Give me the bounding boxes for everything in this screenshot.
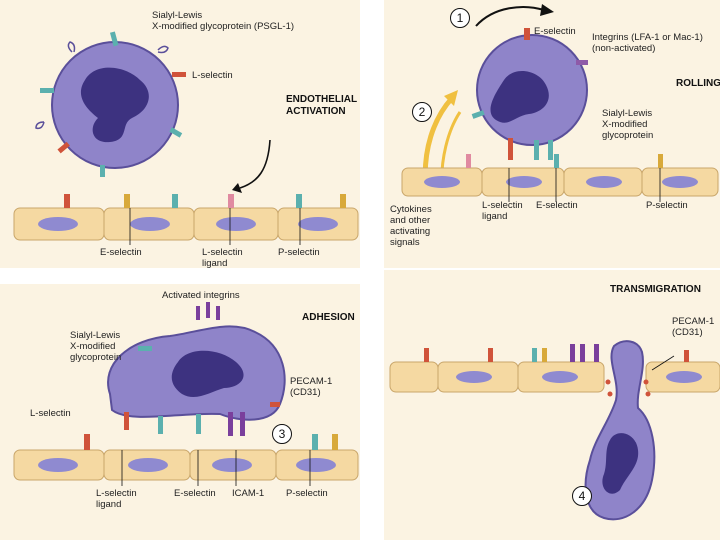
endothelium-row-rolling	[402, 154, 718, 202]
endothelium-row-adhesion	[14, 434, 358, 486]
label-integrins: Integrins (LFA-1 or Mac-1) (non-activate…	[592, 32, 720, 54]
label-pecam-adhesion: PECAM-1 (CD31)	[290, 376, 332, 398]
label-transmigration: TRANSMIGRATION	[610, 284, 701, 296]
label-cytokines: Cytokines and other activating signals	[390, 204, 432, 248]
step-4-marker: 4	[572, 486, 592, 506]
panel-adhesion: Activated integrins ADHESION Sialyl-Lewi…	[0, 284, 360, 540]
rolling-arrow	[476, 7, 544, 26]
label-pecam-transmigration: PECAM-1 (CD31)	[672, 316, 714, 338]
endothelium-row-transmigration	[390, 344, 720, 392]
label-e-selectin-top: E-selectin	[534, 26, 576, 37]
panel-1-graphic	[0, 0, 360, 268]
label-p-selectin-adhesion: P-selectin	[286, 488, 328, 499]
label-p-selectin: P-selectin	[278, 247, 320, 258]
label-e-selectin-rolling: E-selectin	[536, 200, 578, 211]
step-1-marker: 1	[450, 8, 470, 28]
leukocyte-rolling	[477, 35, 587, 145]
label-l-selectin-ligand: L-selectin ligand	[202, 247, 243, 268]
panel-endothelial-activation: Sialyl-Lewis X-modified glycoprotein (PS…	[0, 0, 360, 268]
panel-rolling: 1 2 E-selectin Integrins (LFA-1 or Mac-1…	[384, 0, 720, 268]
label-endothelial-activation: ENDOTHELIAL ACTIVATION	[286, 94, 357, 118]
label-l-selectin-adhesion: L-selectin	[30, 408, 71, 419]
label-e-selectin: E-selectin	[100, 247, 142, 258]
label-activated-integrins: Activated integrins	[162, 290, 240, 301]
leukocyte-resting	[52, 42, 178, 168]
label-sialyl-psgl1: Sialyl-Lewis X-modified glycoprotein (PS…	[152, 10, 352, 32]
label-l-selectin: L-selectin	[192, 70, 233, 81]
label-rolling: ROLLING	[676, 78, 720, 90]
label-sialyl-rolling: Sialyl-Lewis X-modified glycoprotein	[602, 108, 653, 141]
step-2-marker: 2	[412, 102, 432, 122]
leukocyte-adhering	[108, 326, 285, 419]
endothelium-row	[14, 208, 358, 240]
label-p-selectin-rolling: P-selectin	[646, 200, 688, 211]
label-e-selectin-adhesion: E-selectin	[174, 488, 216, 499]
label-l-selectin-ligand-rolling: L-selectin ligand	[482, 200, 523, 222]
step-3-marker: 3	[272, 424, 292, 444]
label-l-selectin-ligand-adhesion: L-selectin ligand	[96, 488, 137, 510]
activated-integrins-stalks	[196, 302, 220, 320]
label-sialyl-adhesion: Sialyl-Lewis X-modified glycoprotein	[70, 330, 121, 363]
label-adhesion: ADHESION	[302, 312, 355, 324]
activation-arrow	[240, 140, 270, 188]
panel-4-graphic	[384, 270, 720, 540]
panel-transmigration: TRANSMIGRATION PECAM-1 (CD31) 4	[384, 270, 720, 540]
label-icam-1: ICAM-1	[232, 488, 264, 499]
